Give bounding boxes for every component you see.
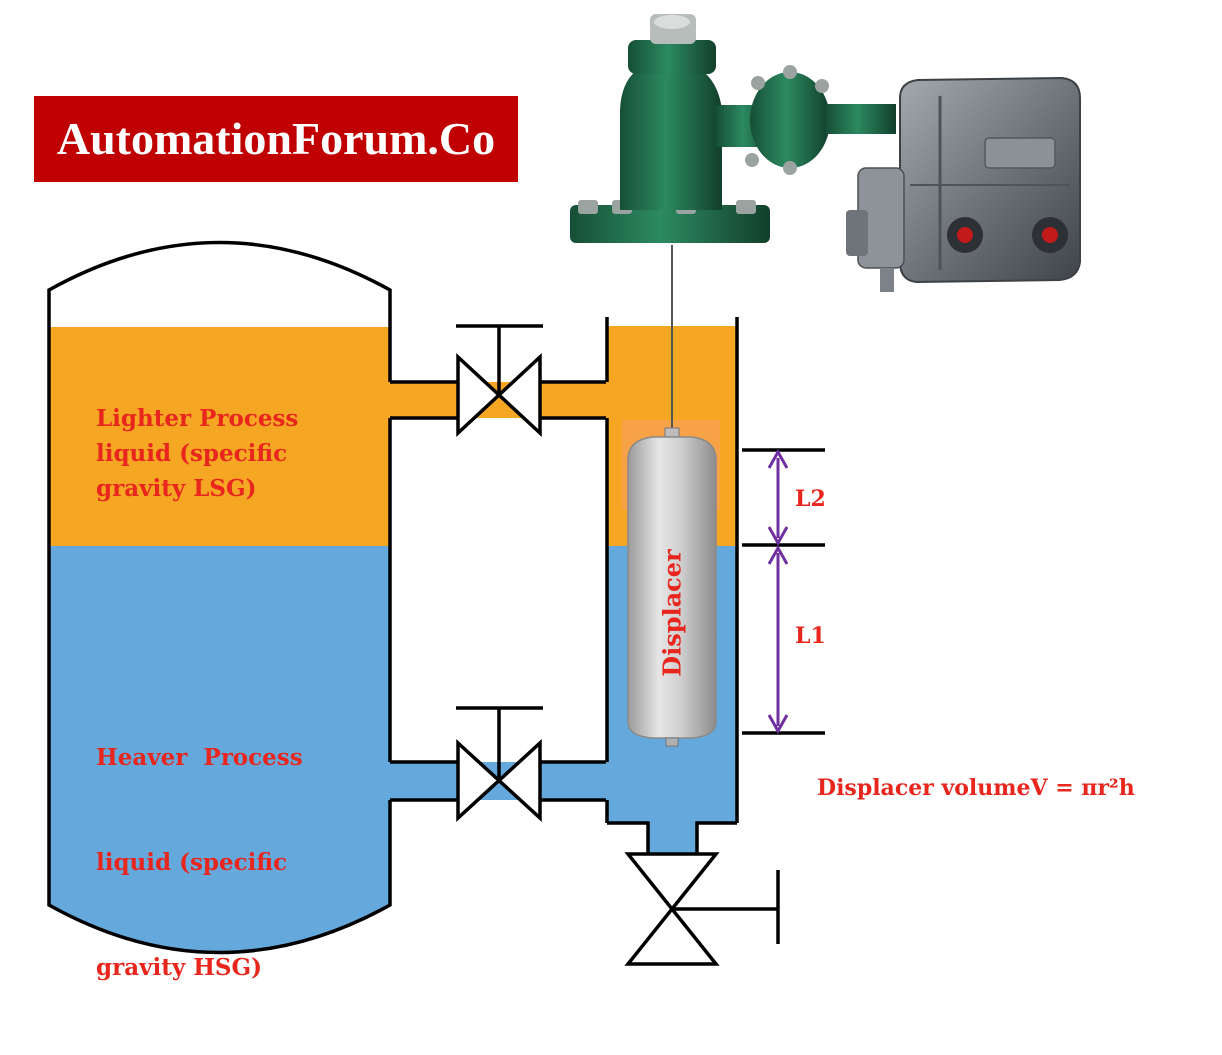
brand-text: AutomationForum.Co [56, 113, 496, 164]
displacer-volume-formula: Displacer volumeV = πr²h [817, 775, 1135, 801]
displacer-label-text: Displacer [657, 549, 687, 677]
formula-prefix: Displacer volume [817, 775, 1031, 801]
vessel-lower-liquid [49, 546, 390, 953]
formula-equation: V = πr²h [1030, 775, 1135, 801]
drain-valve [624, 852, 780, 966]
level-dimensions [742, 448, 825, 735]
dimension-l1: L1 [795, 623, 826, 649]
lower-valve [456, 706, 543, 822]
upper-liquid-line-1: Lighter Process [96, 405, 299, 432]
lower-liquid-label: Heaver Process liquid (specific gravity … [96, 670, 303, 1055]
displacer [622, 245, 720, 747]
main-vessel [47, 240, 392, 955]
upper-liquid-line-3: gravity LSG) [96, 475, 257, 502]
lower-liquid-line-1: Heaver Process [96, 744, 303, 771]
brand-banner: AutomationForum.Co [34, 96, 518, 182]
dimension-l2: L2 [795, 486, 826, 512]
lower-liquid-line-2: liquid (specific [96, 849, 288, 876]
level-transmitter [570, 14, 1081, 292]
vessel-upper-liquid [49, 327, 390, 546]
upper-liquid-label: Lighter Process liquid (specific gravity… [96, 401, 298, 506]
upper-liquid-line-2: liquid (specific [96, 440, 288, 467]
vessel-outline [47, 240, 392, 955]
upper-valve [456, 324, 543, 438]
lower-liquid-line-3: gravity HSG) [96, 954, 263, 981]
